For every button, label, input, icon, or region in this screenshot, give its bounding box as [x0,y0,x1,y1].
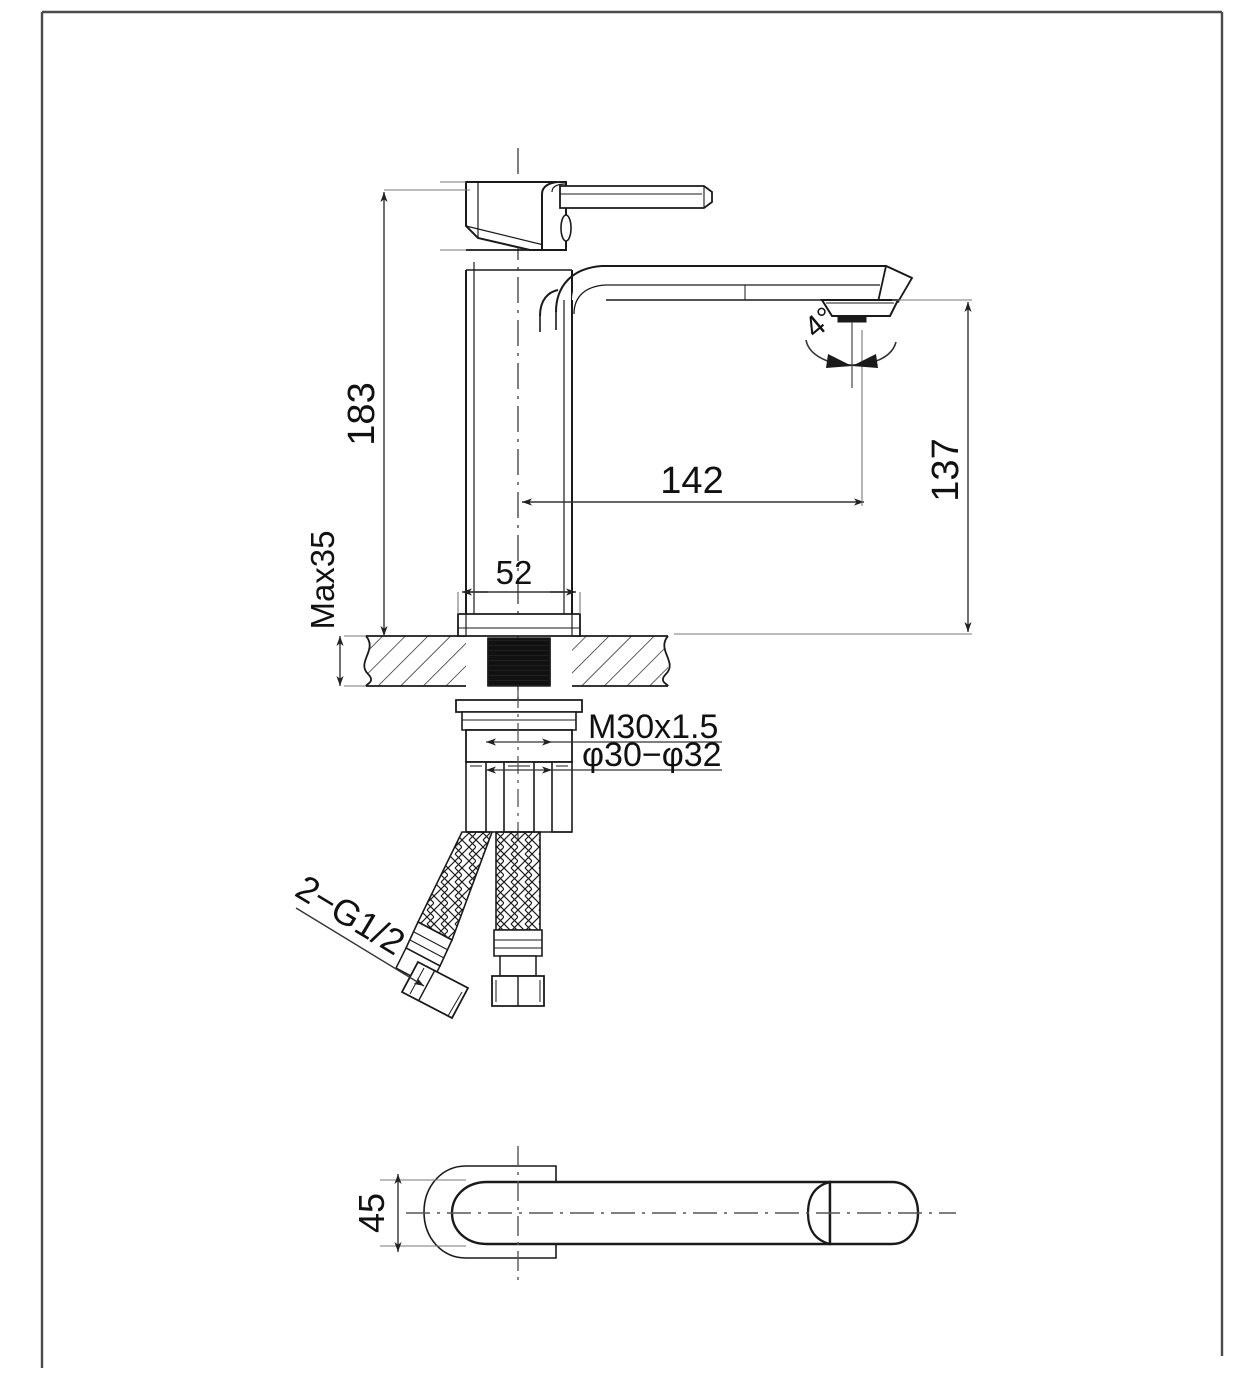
dimension-spout-height: 137 [674,299,972,635]
threaded-shank [487,637,551,687]
dimension-45-label: 45 [351,1193,392,1233]
front-elevation-view: 183 Max35 137 142 52 [289,148,972,1020]
top-plan-view: 45 [351,1146,956,1282]
annotation-thread-specs: M30x1.5 φ30−φ32 [486,708,722,774]
dimension-52-label: 52 [496,554,533,591]
hose-right [491,831,545,1007]
dimension-overall-height: 183 [341,189,470,636]
dimension-183-label: 183 [341,382,383,445]
spout-arm [539,264,914,332]
annotation-m30-label: M30x1.5 [588,708,718,746]
hose-left [395,831,494,1020]
dimension-max35-label: Max35 [304,530,341,629]
faucet-body-column [457,262,581,637]
sheet-border [40,10,1224,1368]
counter-section [344,635,671,687]
mounting-nut-assembly [455,690,583,840]
dimension-137-label: 137 [925,438,967,501]
annotation-hole-label: φ30−φ32 [582,736,722,774]
handle-lever [440,181,713,251]
dimension-body-depth: 45 [351,1174,402,1252]
dimension-deck-thickness: Max35 [304,530,344,686]
dimension-body-width: 52 [457,554,581,614]
dimension-spout-reach: 142 [522,330,864,506]
supply-hoses [395,831,545,1020]
dimension-142-label: 142 [660,460,723,502]
